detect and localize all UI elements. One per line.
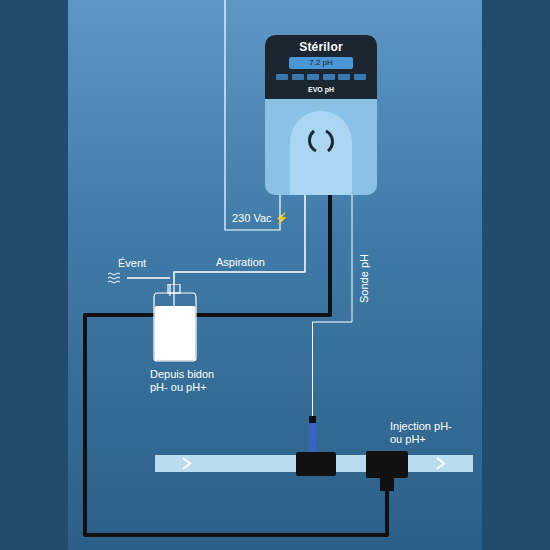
vent-tube xyxy=(127,277,170,279)
keypad-button xyxy=(307,74,319,80)
controller-head: Stérilor 7.2 pH EVO pH xyxy=(265,35,377,99)
keypad-button xyxy=(292,74,304,80)
injection-drawing xyxy=(362,451,412,491)
bottle-body xyxy=(154,293,196,361)
rotor-arc xyxy=(310,131,316,151)
keypad-button xyxy=(323,74,335,80)
probe-cable xyxy=(313,195,353,416)
injection-stub xyxy=(380,477,394,491)
keypad-button xyxy=(276,74,288,80)
keypad-button xyxy=(354,74,366,80)
flow-chevron xyxy=(437,458,444,469)
probe-fitting xyxy=(296,416,336,478)
edge-label: Aspiration xyxy=(216,256,265,269)
lcd-reading: 7.2 pH xyxy=(289,57,353,69)
pump-head xyxy=(290,111,352,195)
keypad-button xyxy=(338,74,350,80)
injection-body xyxy=(366,451,408,478)
brand-logo: Stérilor xyxy=(265,40,377,54)
canister: Depuis bidon pH- ou pH+ xyxy=(150,284,216,394)
probe-cap xyxy=(309,416,316,423)
pump-rotor xyxy=(290,111,352,171)
rotor-arc xyxy=(326,131,332,151)
model-name: EVO pH xyxy=(265,85,377,95)
bottle-liquid xyxy=(155,306,196,360)
dosing-tube xyxy=(85,195,387,535)
suction-tube xyxy=(174,195,305,284)
canister-bottle xyxy=(150,284,200,362)
power-label: 230 Vac ⚡ xyxy=(232,212,289,225)
probe-body xyxy=(309,423,316,454)
vent-label: Évent xyxy=(118,257,146,270)
lcd-screen: 7.2 pH xyxy=(289,57,353,69)
vent-tube-inner xyxy=(169,284,170,296)
injection-label: Injection pH- ou pH+ xyxy=(362,420,456,446)
canister-label: Depuis bidon pH- ou pH+ xyxy=(150,368,216,394)
t-fitting xyxy=(296,452,336,476)
flow-chevron xyxy=(183,458,190,469)
suction-tube xyxy=(173,284,174,318)
edge-label: Sonde pH xyxy=(358,254,371,303)
button-row xyxy=(276,74,366,80)
injection-fitting: Injection pH- ou pH+ xyxy=(362,420,458,491)
vent-symbol xyxy=(108,273,120,283)
controller-box: Stérilor 7.2 pH EVO pH xyxy=(265,35,377,195)
probe-drawing xyxy=(296,416,336,478)
